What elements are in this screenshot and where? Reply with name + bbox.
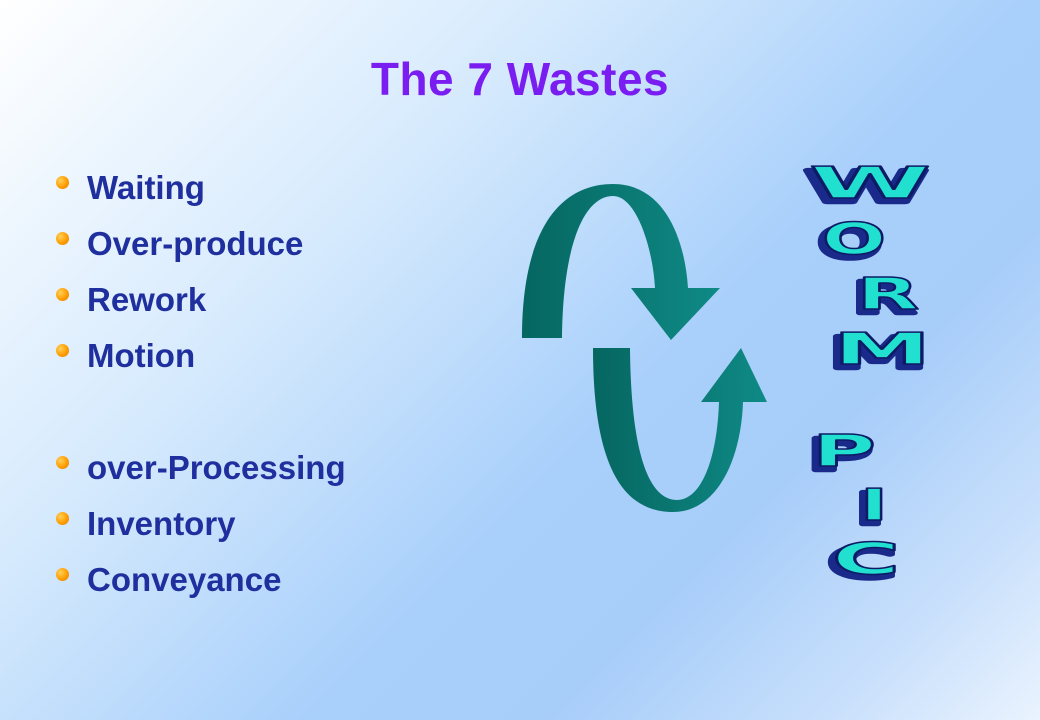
wordart-letter: I [860, 480, 888, 531]
wordart-letter: R [857, 270, 920, 320]
bullet-dot-icon [56, 175, 69, 189]
bullet-text: Rework [87, 281, 207, 318]
wordart-letter: I [856, 484, 884, 535]
wordart-letter: P [808, 430, 872, 481]
bullet-item: Conveyance [56, 552, 346, 608]
bullet-text: Inventory [87, 505, 236, 542]
wordart-letter: R [853, 274, 916, 324]
bullet-list: Waiting Over-produce Rework Motion over-… [56, 160, 346, 608]
bullet-text: Conveyance [87, 561, 282, 598]
bullet-dot-icon [56, 343, 69, 357]
bullet-text: Waiting [87, 169, 205, 206]
wordart-letter: W [809, 157, 931, 208]
bullet-item: Waiting [56, 160, 346, 216]
bullet-dot-icon [56, 287, 69, 301]
bullet-text: Over-produce [87, 225, 304, 262]
wordart-letter: C [832, 534, 900, 584]
bullet-item: Over-produce [56, 216, 346, 272]
bullet-item: Rework [56, 272, 346, 328]
wordart-letter: W [805, 161, 927, 212]
wordart-letter: O [818, 218, 882, 269]
cycle-arrow-bottom [593, 348, 767, 512]
slide-title: The 7 Wastes [370, 53, 670, 105]
bullet-dot-icon [56, 231, 69, 245]
wordart-letter: O [822, 214, 886, 265]
wordart-letter: C [828, 538, 896, 588]
cycle-arrows-icon [522, 184, 767, 512]
bullet-text: over-Processing [87, 449, 346, 486]
bullet-item: Inventory [56, 496, 346, 552]
wordart-letter: M [833, 323, 931, 374]
bullet-dot-icon [56, 511, 69, 525]
bullet-dot-icon [56, 455, 69, 469]
bullet-item: Motion [56, 328, 346, 384]
cycle-arrow-top [522, 184, 720, 340]
worm-pic-wordart: W W O O R R M M P P I I C C [802, 156, 933, 590]
bullet-text: Motion [87, 337, 196, 374]
bullet-item: over-Processing [56, 440, 346, 496]
bullet-dot-icon [56, 567, 69, 581]
wordart-letter: M [829, 327, 927, 378]
wordart-letter: P [812, 426, 876, 477]
